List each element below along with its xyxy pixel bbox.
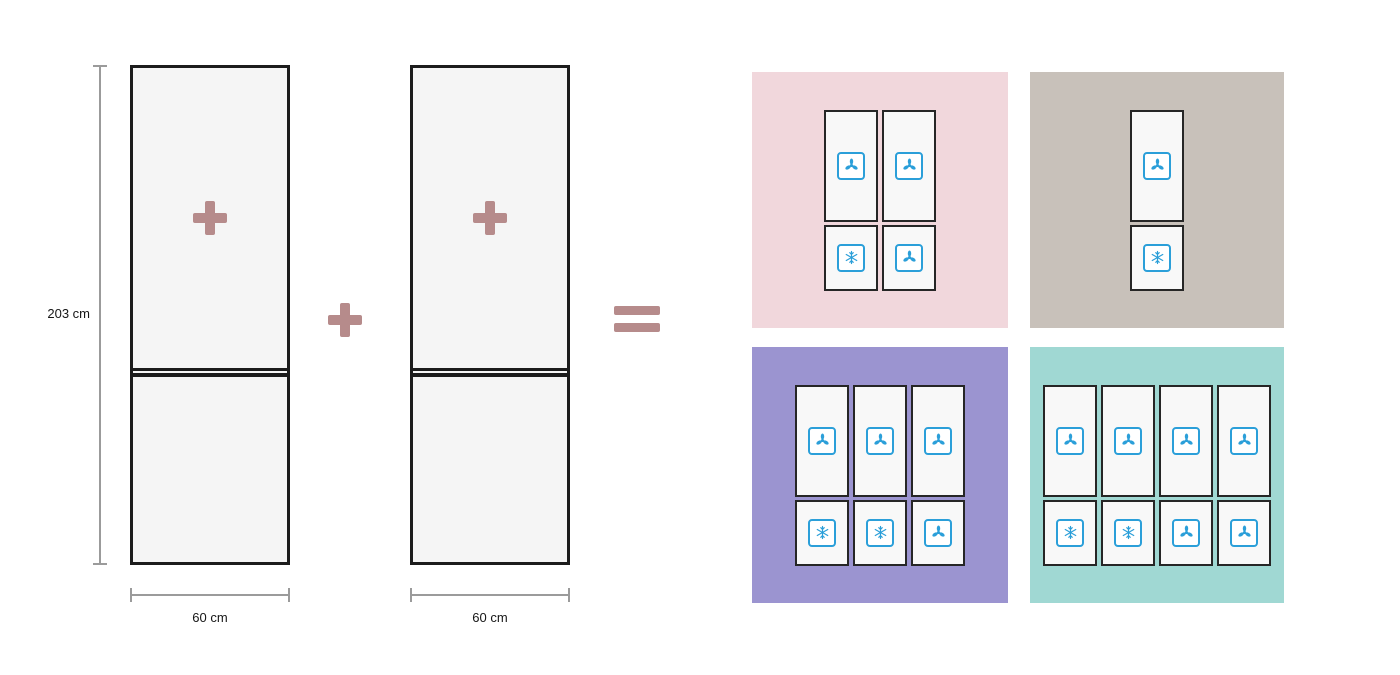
fridge-right — [410, 65, 570, 565]
fridge-door — [853, 384, 907, 497]
fan-icon — [895, 151, 923, 180]
fridge-door — [1043, 384, 1097, 497]
plus-icon — [193, 201, 227, 235]
fridge-door — [1130, 109, 1184, 222]
compartment-grid — [1130, 109, 1184, 291]
width-label-left: 60 cm — [192, 610, 228, 625]
door-column — [911, 384, 965, 566]
door-column — [1101, 384, 1155, 566]
fan-icon — [1230, 426, 1258, 455]
fan-icon — [837, 151, 865, 180]
height-label: 203 cm — [47, 306, 90, 321]
snowflake-icon — [866, 518, 894, 547]
snowflake-icon — [1114, 518, 1142, 547]
fan-icon — [1056, 426, 1084, 455]
freezer-drawer — [1217, 499, 1271, 566]
fridge-right-divider — [413, 368, 567, 377]
config-panel-teal — [1030, 347, 1284, 603]
door-column — [1130, 109, 1184, 291]
freezer-drawer — [1101, 499, 1155, 566]
fridge-right-freezer-drawer — [413, 377, 567, 562]
fan-icon — [924, 426, 952, 455]
fan-icon — [1172, 426, 1200, 455]
snowflake-icon — [1056, 518, 1084, 547]
snowflake-icon — [1143, 243, 1171, 272]
fridge-left-freezer-drawer — [133, 377, 287, 562]
fridge-door — [824, 109, 878, 222]
door-column — [824, 109, 878, 291]
equals-bar — [614, 306, 660, 315]
freezer-drawer — [824, 224, 878, 291]
freezer-drawer — [795, 499, 849, 566]
fridge-door — [1101, 384, 1155, 497]
equals-bar — [614, 323, 660, 332]
door-column — [1217, 384, 1271, 566]
width-label-right: 60 cm — [472, 610, 508, 625]
compartment-grid — [824, 109, 936, 291]
config-panel-taupe — [1030, 72, 1284, 328]
plus-icon — [473, 201, 507, 235]
door-column — [795, 384, 849, 566]
fan-icon — [866, 426, 894, 455]
snowflake-icon — [837, 243, 865, 272]
fan-icon — [924, 518, 952, 547]
door-column — [882, 109, 936, 291]
snowflake-icon — [808, 518, 836, 547]
fridge-door — [882, 109, 936, 222]
fridge-door — [911, 384, 965, 497]
compartment-grid — [795, 384, 965, 566]
fridge-right-upper-door — [413, 68, 567, 368]
fan-icon — [1172, 518, 1200, 547]
height-measure-line — [93, 65, 107, 565]
fridge-left-divider — [133, 368, 287, 377]
config-panel-pink — [752, 72, 1008, 328]
freezer-drawer — [1043, 499, 1097, 566]
compartment-grid — [1043, 384, 1271, 566]
width-measure-right: 60 cm — [410, 588, 570, 625]
fan-icon — [1230, 518, 1258, 547]
width-measure-line — [130, 588, 290, 602]
fan-icon — [1143, 151, 1171, 180]
door-column — [1159, 384, 1213, 566]
fridge-door — [1217, 384, 1271, 497]
fridge-door — [795, 384, 849, 497]
fridge-door — [1159, 384, 1213, 497]
door-column — [1043, 384, 1097, 566]
width-measure-left: 60 cm — [130, 588, 290, 625]
fridge-left — [130, 65, 290, 565]
equals-operator-icon — [614, 306, 660, 332]
fan-icon — [808, 426, 836, 455]
width-measure-line — [410, 588, 570, 602]
fan-icon — [895, 243, 923, 272]
freezer-drawer — [853, 499, 907, 566]
freezer-drawer — [1159, 499, 1213, 566]
freezer-drawer — [1130, 224, 1184, 291]
fan-icon — [1114, 426, 1142, 455]
freezer-drawer — [882, 224, 936, 291]
fridge-left-upper-door — [133, 68, 287, 368]
plus-operator-icon — [328, 303, 362, 337]
freezer-drawer — [911, 499, 965, 566]
config-panel-purple — [752, 347, 1008, 603]
door-column — [853, 384, 907, 566]
